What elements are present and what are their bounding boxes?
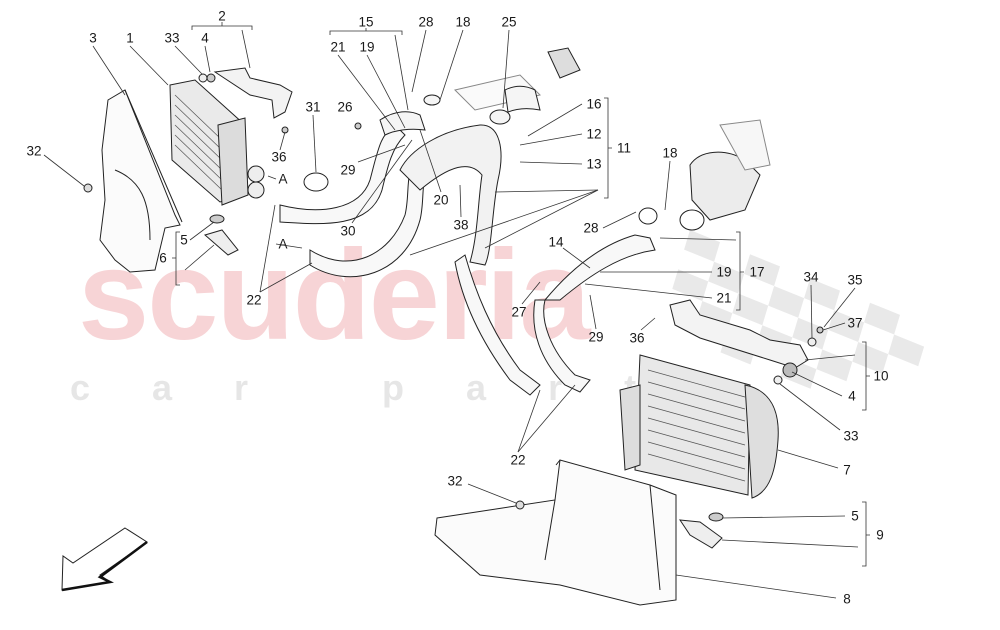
callout-label-1: 1: [126, 30, 134, 46]
callout-label-4: 4: [201, 30, 209, 46]
turbocharger: [638, 119, 771, 231]
callout-label-36: 36: [629, 330, 645, 346]
callout-label-13: 13: [586, 156, 602, 172]
callout-label-18: 18: [662, 145, 678, 161]
callout-label-10: 10: [873, 368, 889, 384]
callout-label-32: 32: [447, 473, 463, 489]
mount-bracket-9: [678, 519, 723, 549]
callout-label-16: 16: [586, 96, 602, 112]
bolt-32-right: [515, 500, 525, 510]
callout-label-A: A: [278, 171, 288, 187]
callout-label-19: 19: [716, 264, 732, 280]
charge-air-hoses: [279, 124, 656, 396]
rubber-mount-5-left: [209, 214, 225, 224]
callout-label-33: 33: [843, 428, 859, 444]
callout-label-30: 30: [340, 223, 356, 239]
callout-label-33: 33: [164, 30, 180, 46]
callout-label-20: 20: [433, 192, 449, 208]
watermark-subtitle: car parts: [70, 367, 781, 408]
callout-label-25: 25: [501, 14, 517, 30]
lower-air-duct: [434, 459, 677, 606]
callout-label-4: 4: [848, 388, 856, 404]
callout-label-6: 6: [159, 250, 167, 266]
callout-label-17: 17: [749, 264, 765, 280]
callout-label-7: 7: [843, 462, 851, 478]
callout-label-21: 21: [716, 290, 732, 306]
callout-label-9: 9: [876, 527, 884, 543]
callout-label-26: 26: [337, 99, 353, 115]
bolt-32-left: [83, 183, 93, 193]
callout-label-12: 12: [586, 126, 602, 142]
callout-label-A: A: [278, 236, 288, 252]
callout-label-14: 14: [548, 234, 564, 250]
watermark-brand: scuderia: [78, 224, 590, 367]
left-intercooler: [169, 79, 265, 206]
callout-label-21: 21: [330, 39, 346, 55]
callout-label-37: 37: [847, 315, 863, 331]
left-air-duct: [99, 89, 183, 273]
callout-label-28: 28: [418, 14, 434, 30]
callout-label-29: 29: [588, 329, 604, 345]
callout-label-27: 27: [511, 304, 527, 320]
callout-label-5: 5: [851, 508, 859, 524]
callout-label-3: 3: [89, 30, 97, 46]
bracket-10: [669, 299, 809, 369]
callout-label-5: 5: [180, 232, 188, 248]
view-direction-arrow-icon: [61, 527, 148, 591]
callout-label-35: 35: [847, 272, 863, 288]
callout-label-22: 22: [246, 292, 262, 308]
right-intercooler: [619, 354, 779, 499]
callout-label-11: 11: [616, 140, 632, 156]
callout-label-29: 29: [340, 162, 356, 178]
rubber-mount-5-right: [708, 512, 724, 522]
mount-bracket-6: [203, 229, 239, 256]
nut-26: [354, 122, 362, 130]
leader-lines: [43, 22, 870, 599]
upper-pipework: [379, 47, 581, 136]
callout-label-34: 34: [803, 269, 819, 285]
callout-label-28: 28: [583, 220, 599, 236]
callout-label-31: 31: [305, 99, 321, 115]
hose-clamp-31: [303, 172, 329, 192]
callout-label-19: 19: [359, 39, 375, 55]
callout-label-18: 18: [455, 14, 471, 30]
callout-label-2: 2: [218, 8, 226, 24]
callout-label-22: 22: [510, 452, 526, 468]
callout-label-15: 15: [358, 14, 374, 30]
callout-label-32: 32: [26, 143, 42, 159]
bracket-2: [213, 67, 293, 119]
callout-label-8: 8: [843, 591, 851, 607]
callout-label-38: 38: [453, 217, 469, 233]
callout-label-36: 36: [271, 149, 287, 165]
